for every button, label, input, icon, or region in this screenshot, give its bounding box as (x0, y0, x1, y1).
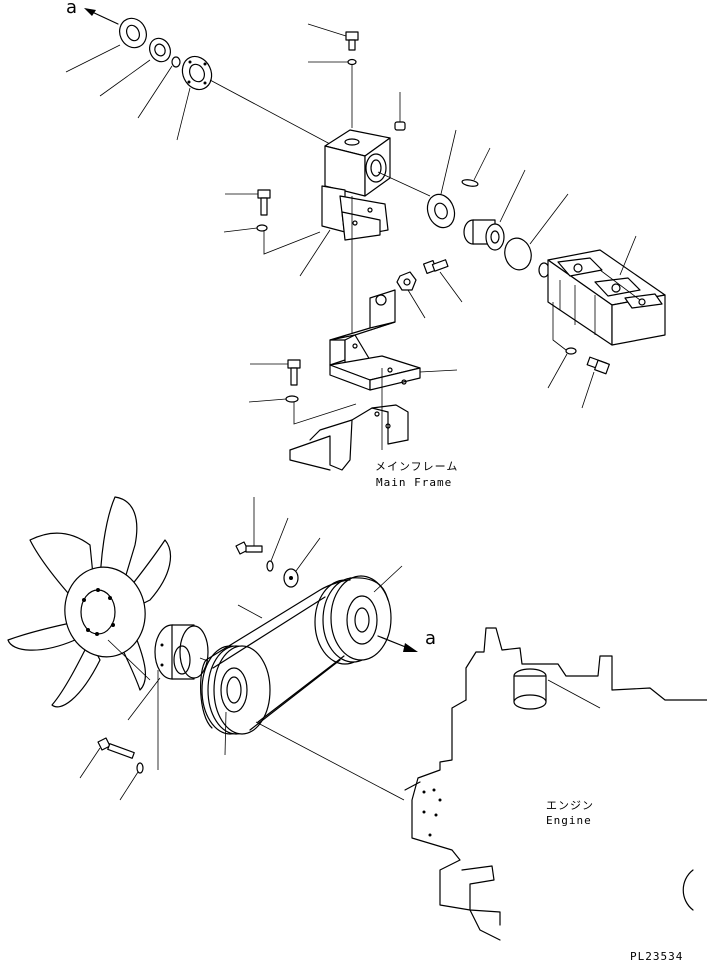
bolt-part (307, 23, 359, 51)
coupling-part (463, 169, 526, 251)
pump-bracket-part (299, 129, 431, 277)
drive-pulley-part (314, 565, 403, 665)
pulley-washer-part (266, 517, 289, 572)
fan-washer-part (119, 762, 144, 801)
bracket-bolt-part (225, 189, 271, 216)
main-frame-label-en: Main Frame (376, 476, 453, 489)
arrow-a-top (84, 8, 119, 25)
v-belt-part (200, 577, 389, 731)
pulley-plate-part (283, 537, 321, 588)
key-part (461, 147, 491, 187)
arrow-label-a-mid: a (425, 628, 437, 649)
plate-number: PL23534 (630, 950, 684, 963)
pump-bolt-part (581, 356, 610, 409)
arrow-a-mid (377, 635, 418, 652)
pulley-bolt-part (235, 497, 263, 555)
bearing-part (99, 37, 171, 97)
bearing-housing-ring-part (176, 55, 346, 153)
fan-pulley-part (201, 645, 271, 756)
mount-washer-lower-part (248, 395, 357, 425)
pump-washer-part (547, 347, 577, 389)
snap-ring-part (137, 56, 181, 119)
fan-part (7, 496, 172, 708)
main-frame-part (289, 404, 409, 471)
o-ring-part (504, 193, 569, 271)
flange-part (426, 129, 457, 229)
fan-bolt-part (79, 737, 135, 779)
main-frame-label-jp: メインフレーム (375, 460, 459, 473)
oil-seal-part (65, 17, 147, 73)
engine-label-jp: エンジン (546, 799, 594, 812)
grease-fitting-part (394, 92, 406, 131)
engine-label-en: Engine (546, 814, 592, 827)
engine-part (255, 627, 707, 941)
mount-bolt-part (422, 259, 463, 303)
arrow-label-a-top: a (66, 0, 78, 18)
mount-bolt-lower-part (250, 359, 301, 386)
bracket-washer-part (223, 224, 321, 255)
hydraulic-pump-part (538, 235, 666, 351)
nut-part (396, 271, 426, 319)
mount-bracket-part (329, 196, 458, 450)
washer-part (308, 58, 357, 128)
